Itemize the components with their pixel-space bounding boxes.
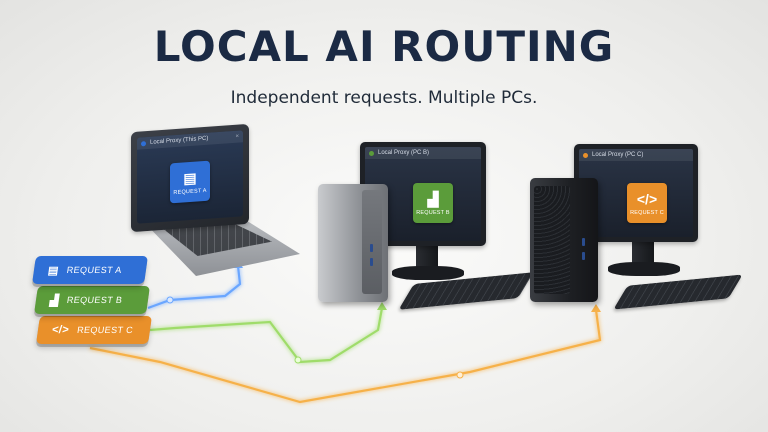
pc-b-monitor-stand — [416, 244, 438, 272]
pc-b-monitor-foot — [392, 266, 464, 280]
pc-b-tower — [318, 184, 388, 302]
signal-bars-icon: ▟ — [49, 294, 60, 307]
route-node-b — [294, 356, 302, 364]
pc-c-window-bar: Local Proxy (PC C) — [579, 149, 693, 161]
usb-port-icon — [370, 258, 373, 266]
headline: LOCAL AI ROUTING — [153, 22, 615, 71]
status-dot-icon — [141, 140, 146, 146]
usb-port-icon — [582, 252, 585, 260]
close-icon: × — [235, 133, 239, 140]
laptop-screen: Local Proxy (This PC) × ▤ REQUEST A — [137, 130, 243, 224]
request-card-a: ▤ REQUEST A — [32, 256, 148, 284]
pc-c-monitor-stand — [632, 238, 654, 268]
laptop-request-tile: ▤ REQUEST A — [170, 160, 210, 204]
pc-b-tile-label: REQUEST B — [416, 209, 450, 216]
route-node-c — [456, 371, 464, 379]
laptop: Local Proxy (This PC) × ▤ REQUEST A — [131, 123, 249, 233]
pc-c-tile-label: REQUEST C — [630, 209, 664, 216]
pc-b-request-tile: ▟ REQUEST B — [413, 183, 453, 223]
pc-c-monitor-foot — [608, 262, 680, 276]
pc-c-tower — [530, 178, 598, 302]
pc-c-tower-mesh — [534, 186, 570, 294]
request-card-b: ▟ REQUEST B — [34, 286, 150, 314]
document-icon: ▤ — [183, 169, 197, 186]
status-dot-icon — [583, 152, 588, 158]
code-icon: </> — [51, 324, 70, 336]
route-arrow-c — [591, 304, 601, 312]
pc-c-window-title: Local Proxy (PC C) — [592, 152, 644, 158]
laptop-window-bar: Local Proxy (This PC) × — [137, 130, 243, 150]
pc-c-request-tile: </> REQUEST C — [627, 183, 667, 223]
request-a-label: REQUEST A — [66, 265, 123, 275]
usb-port-icon — [370, 244, 373, 252]
laptop-tile-label: REQUEST A — [173, 187, 207, 196]
pc-b-window-title: Local Proxy (PC B) — [378, 150, 430, 156]
route-arrow-b — [377, 302, 387, 310]
subheadline: Independent requests. Multiple PCs. — [230, 88, 538, 108]
request-card-c: </> REQUEST C — [36, 316, 152, 344]
pc-b-tower-front — [362, 190, 382, 294]
route-line-a — [147, 265, 242, 310]
pc-c-screen: Local Proxy (PC C) </> REQUEST C — [579, 149, 693, 237]
document-icon: ▤ — [47, 264, 60, 277]
route-node-a — [166, 296, 174, 304]
request-c-label: REQUEST C — [76, 325, 134, 335]
status-dot-icon — [369, 150, 374, 156]
usb-port-icon — [582, 238, 585, 246]
route-line-c — [89, 309, 602, 404]
code-icon: </> — [636, 190, 658, 207]
pc-c-monitor: Local Proxy (PC C) </> REQUEST C — [574, 144, 698, 242]
pc-b-monitor: Local Proxy (PC B) ▟ REQUEST B — [360, 142, 486, 246]
laptop-window-title: Local Proxy (This PC) — [150, 135, 209, 146]
request-b-label: REQUEST B — [66, 295, 124, 305]
signal-bars-icon: ▟ — [427, 190, 439, 207]
route-line-b — [149, 307, 384, 364]
pc-b-window-bar: Local Proxy (PC B) — [365, 147, 481, 159]
